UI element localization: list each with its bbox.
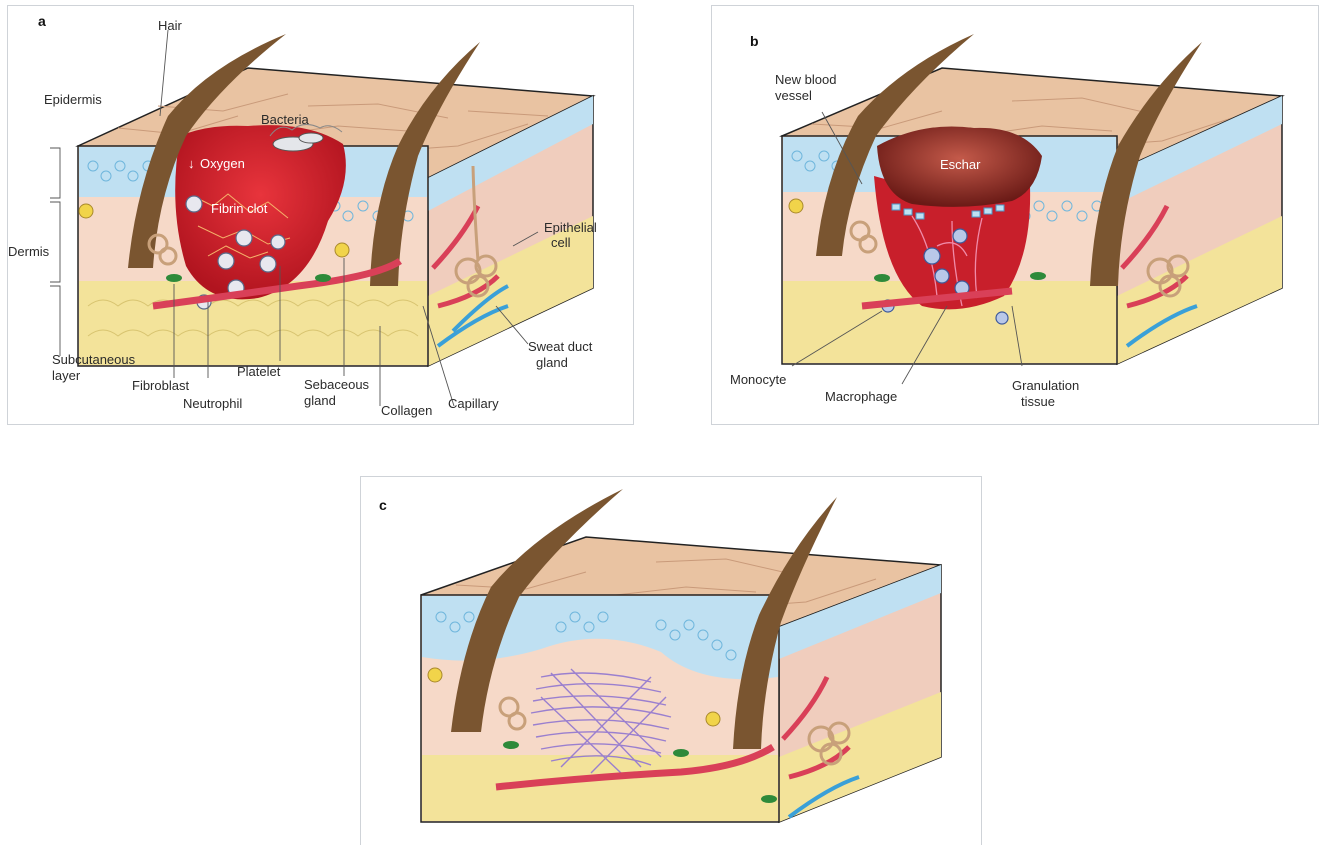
panel-b-label: b <box>750 33 759 49</box>
oxygen-arrow-icon: ↓ <box>188 156 195 171</box>
label-sweat-2: gland <box>536 355 568 370</box>
label-collagen: Collagen <box>381 403 432 418</box>
label-bacteria: Bacteria <box>261 112 309 127</box>
skin-diagram-c: c <box>361 477 983 846</box>
panel-b: b New blood vessel Eschar Monocyte Macro… <box>711 5 1319 425</box>
skin-block-b <box>782 68 1282 364</box>
label-monocyte: Monocyte <box>730 372 786 387</box>
panel-a-label: a <box>38 13 46 29</box>
label-sweat-1: Sweat duct <box>528 339 593 354</box>
label-sebaceous-2: gland <box>304 393 336 408</box>
label-granulation-1: Granulation <box>1012 378 1079 393</box>
label-fibroblast: Fibroblast <box>132 378 189 393</box>
label-macrophage: Macrophage <box>825 389 897 404</box>
label-new-vessel-2: vessel <box>775 88 812 103</box>
label-dermis: Dermis <box>8 244 50 259</box>
panel-c-label: c <box>379 497 387 513</box>
label-hair: Hair <box>158 18 183 33</box>
label-new-vessel-1: New blood <box>775 72 836 87</box>
label-neutrophil: Neutrophil <box>183 396 242 411</box>
label-fibrin-clot: Fibrin clot <box>211 201 268 216</box>
label-oxygen: Oxygen <box>200 156 245 171</box>
label-subcutaneous-2: layer <box>52 368 81 383</box>
skin-diagram-b: b New blood vessel Eschar Monocyte Macro… <box>712 6 1319 426</box>
label-eschar: Eschar <box>940 157 981 172</box>
skin-diagram-a: a Hair Epidermis Bacteria ↓ Oxygen Fibri… <box>8 6 635 426</box>
label-epidermis: Epidermis <box>44 92 102 107</box>
label-subcutaneous-1: Subcutaneous <box>52 352 136 367</box>
label-epithelial-2: cell <box>551 235 571 250</box>
label-platelet: Platelet <box>237 364 281 379</box>
panel-c: c <box>360 476 982 845</box>
label-granulation-2: tissue <box>1021 394 1055 409</box>
panel-a: a Hair Epidermis Bacteria ↓ Oxygen Fibri… <box>7 5 634 425</box>
label-epithelial-1: Epithelial <box>544 220 597 235</box>
label-capillary: Capillary <box>448 396 499 411</box>
label-sebaceous-1: Sebaceous <box>304 377 370 392</box>
